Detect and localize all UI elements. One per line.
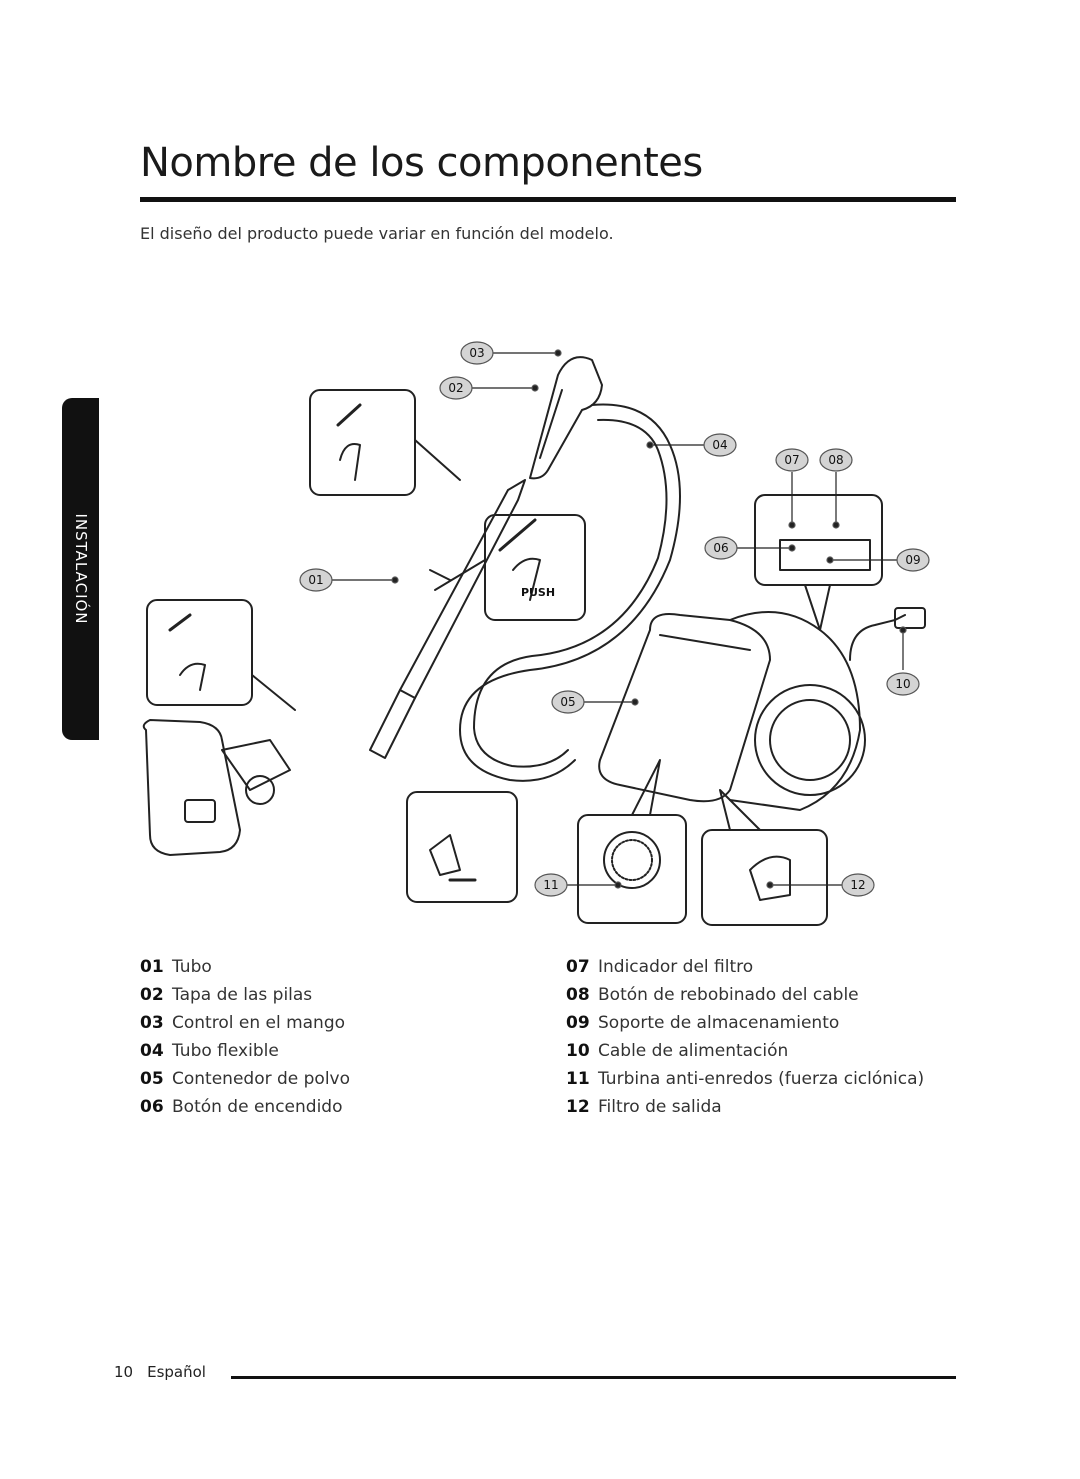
callout-08: 08 bbox=[828, 453, 843, 467]
vacuum-diagram: PUSH 03 02 04 01 05 06 07 08 0 bbox=[142, 341, 930, 926]
section-side-tab-label: INSTALACIÓN bbox=[71, 513, 90, 625]
callout-03: 03 bbox=[469, 346, 484, 360]
page-title: Nombre de los componentes bbox=[140, 140, 703, 186]
zoom-box-push bbox=[484, 514, 586, 621]
callout-07: 07 bbox=[784, 453, 799, 467]
section-side-tab: INSTALACIÓN bbox=[62, 398, 99, 740]
footer-rule bbox=[231, 1376, 956, 1379]
callout-06: 06 bbox=[713, 541, 728, 555]
zoom-box-top-left bbox=[309, 389, 416, 496]
hose-drawing bbox=[459, 403, 681, 782]
vacuum-body-drawing bbox=[598, 613, 771, 803]
callout-10: 10 bbox=[895, 677, 910, 691]
callout-02: 02 bbox=[448, 381, 463, 395]
page-subtitle: El diseño del producto puede variar en f… bbox=[140, 224, 614, 243]
power-cord-drawing bbox=[849, 614, 906, 661]
footer-language: Español bbox=[147, 1363, 206, 1381]
handle-drawing bbox=[529, 356, 603, 480]
zoom-box-bottom-left bbox=[146, 599, 253, 706]
callout-11: 11 bbox=[543, 878, 558, 892]
title-rule bbox=[140, 197, 956, 202]
tube-drawing bbox=[399, 479, 526, 699]
zoom-box-outlet-filter bbox=[701, 829, 828, 926]
push-label: PUSH bbox=[521, 586, 555, 599]
callout-09: 09 bbox=[905, 553, 920, 567]
callout-12: 12 bbox=[850, 878, 865, 892]
page-footer: 10 Español bbox=[114, 1363, 206, 1381]
callout-01: 01 bbox=[308, 573, 323, 587]
callout-04: 04 bbox=[712, 438, 727, 452]
callout-05: 05 bbox=[560, 695, 575, 709]
page-number: 10 bbox=[114, 1363, 134, 1381]
floor-nozzle-drawing bbox=[142, 719, 241, 856]
zoom-box-hose-end bbox=[406, 791, 518, 903]
zoom-box-top-right bbox=[754, 494, 883, 586]
